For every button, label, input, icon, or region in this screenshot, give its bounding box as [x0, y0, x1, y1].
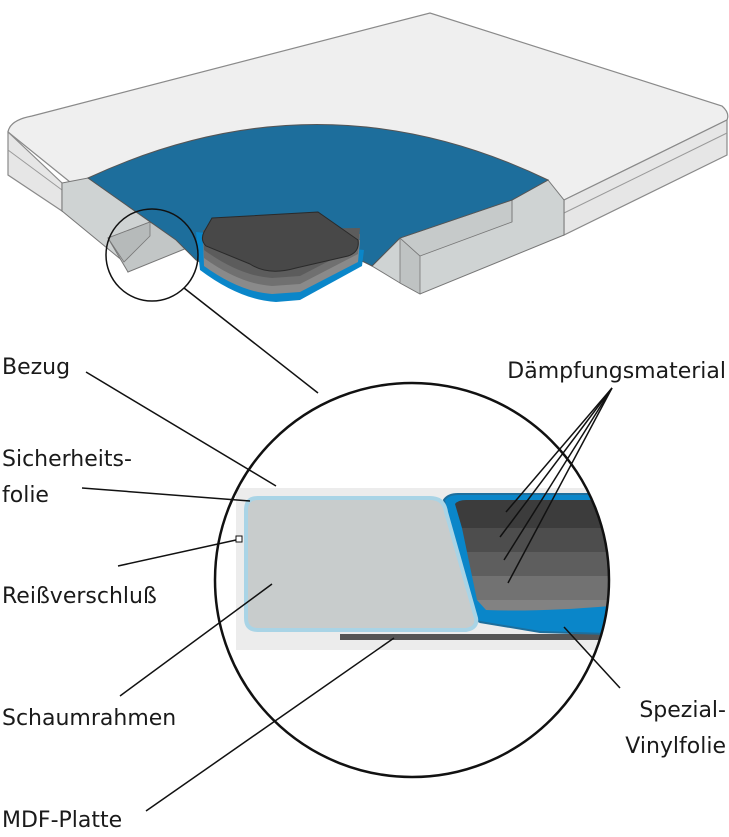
detail-damping-layers [455, 500, 609, 611]
damping-top [201, 211, 359, 272]
label-sicherheitsfolie-1: Sicherheits- [2, 447, 132, 472]
label-daempfungsmaterial: Dämpfungsmaterial [507, 359, 726, 384]
detail-zipper [235, 535, 243, 543]
damping-stack-illustration [201, 211, 360, 294]
leader-daempfung-3 [503, 387, 613, 561]
leader-daempfung-1 [505, 387, 613, 513]
detail-foam-frame [244, 496, 479, 632]
leader-spezial [563, 626, 621, 689]
leader-reissverschluss [117, 539, 237, 567]
leader-daempfung-4 [507, 387, 613, 584]
detail-marker-circle [105, 208, 199, 302]
label-mdf-platte: MDF-Platte [2, 808, 123, 833]
label-spezial-2: Vinylfolie [625, 734, 726, 759]
label-reissverschluss: Reißverschluß [2, 584, 157, 609]
label-schaumrahmen: Schaumrahmen [2, 706, 177, 731]
leader-sicherheitsfolie [81, 487, 251, 502]
label-bezug: Bezug [2, 355, 71, 380]
leader-lines [81, 371, 621, 812]
detail-connector [183, 287, 319, 394]
leader-mdf [145, 637, 395, 812]
label-spezial-1: Spezial- [639, 698, 726, 723]
leader-schaumrahmen [119, 583, 273, 697]
detail-circle [213, 381, 611, 779]
detail-view [236, 488, 609, 650]
leader-daempfung-2 [499, 387, 613, 538]
leader-bezug [85, 371, 277, 487]
detail-mdf [340, 634, 609, 640]
label-sicherheitsfolie-2: folie [2, 483, 49, 508]
waterbed-illustration [7, 12, 729, 302]
